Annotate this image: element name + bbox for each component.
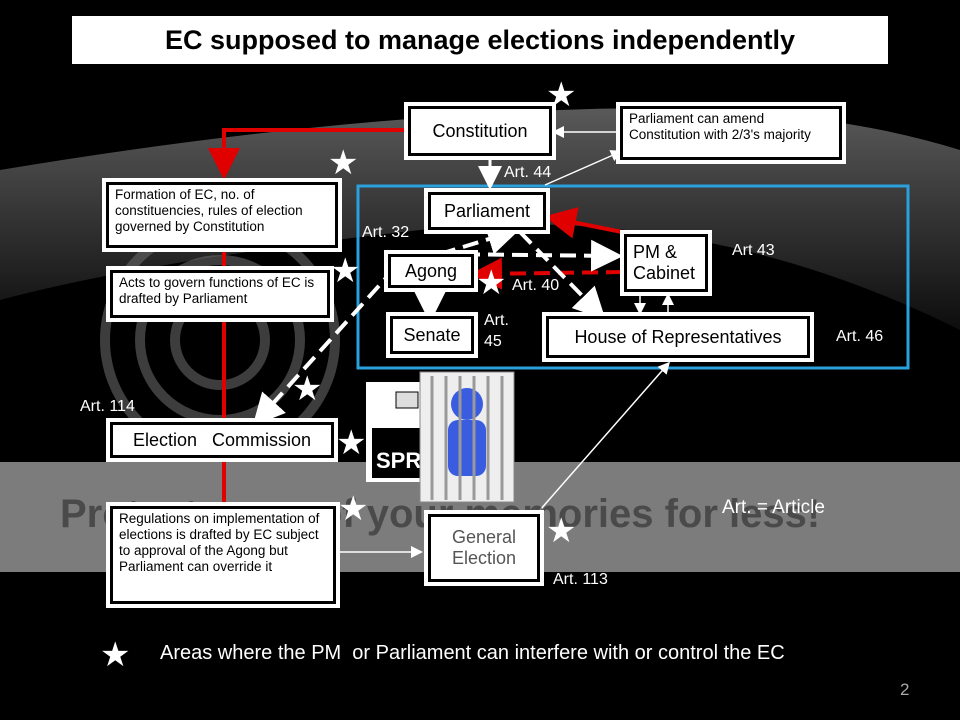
amend-note: Parliament can amend Constitution with 2… <box>616 102 846 164</box>
spr-ballot-icon: SPR <box>366 382 424 482</box>
article-113-label: Art. 113 <box>553 571 608 588</box>
red-arrow-constitution-to-formation <box>208 128 408 180</box>
slide-title: EC supposed to manage elections independ… <box>72 16 888 64</box>
article-40-label: Art. 40 <box>512 277 560 294</box>
general-election-node: General Election <box>424 510 544 586</box>
star-icon: ★ <box>328 144 359 182</box>
dashed-agong-to-ec <box>252 266 397 426</box>
jail-figure-icon <box>419 371 515 503</box>
agong-node: Agong <box>384 250 478 292</box>
star-icon: ★ <box>546 76 577 114</box>
article-114-label: Art. 114 <box>80 398 135 415</box>
constitution-node: Constitution <box>404 102 556 160</box>
legend-star-icon: ★ <box>100 636 131 674</box>
star-icon: ★ <box>476 264 507 302</box>
star-icon: ★ <box>330 252 361 290</box>
star-icon: ★ <box>336 424 367 462</box>
government-frame <box>356 184 910 370</box>
senate-node: Senate <box>386 312 478 358</box>
regulations-note: Regulations on implementation of electio… <box>106 502 340 608</box>
house-node: House of Representatives <box>542 312 814 362</box>
red-arrow-pm-to-parliament <box>544 207 623 239</box>
parliament-node: Parliament <box>424 188 550 234</box>
article-44-label: Art. 44 <box>504 164 552 181</box>
article-45-label: Art. 45 <box>484 312 509 350</box>
election-commission-node: Election Commission <box>106 418 338 462</box>
star-legend: Areas where the PM or Parliament can int… <box>160 642 785 664</box>
dashed-parliament-to-house <box>518 230 606 320</box>
article-46-label: Art. 46 <box>836 328 884 345</box>
arrow-parliament-to-amend <box>544 150 623 186</box>
pm-cabinet-node: PM & Cabinet <box>620 230 712 296</box>
red-dashed-pm-to-agong <box>470 257 623 290</box>
star-icon: ★ <box>292 370 323 408</box>
formation-note: Formation of EC, no. of constituencies, … <box>102 178 342 252</box>
article-43-label: Art 43 <box>732 242 775 259</box>
arrow-election-to-house <box>539 361 670 511</box>
article-32-label: Art. 32 <box>362 224 410 241</box>
acts-note: Acts to govern functions of EC is drafte… <box>106 266 334 322</box>
star-icon: ★ <box>338 490 369 528</box>
article-legend: Art. = Article <box>722 497 825 518</box>
page-number: 2 <box>900 680 910 699</box>
star-icon: ★ <box>546 512 577 550</box>
svg-text:SPR: SPR <box>376 448 421 473</box>
